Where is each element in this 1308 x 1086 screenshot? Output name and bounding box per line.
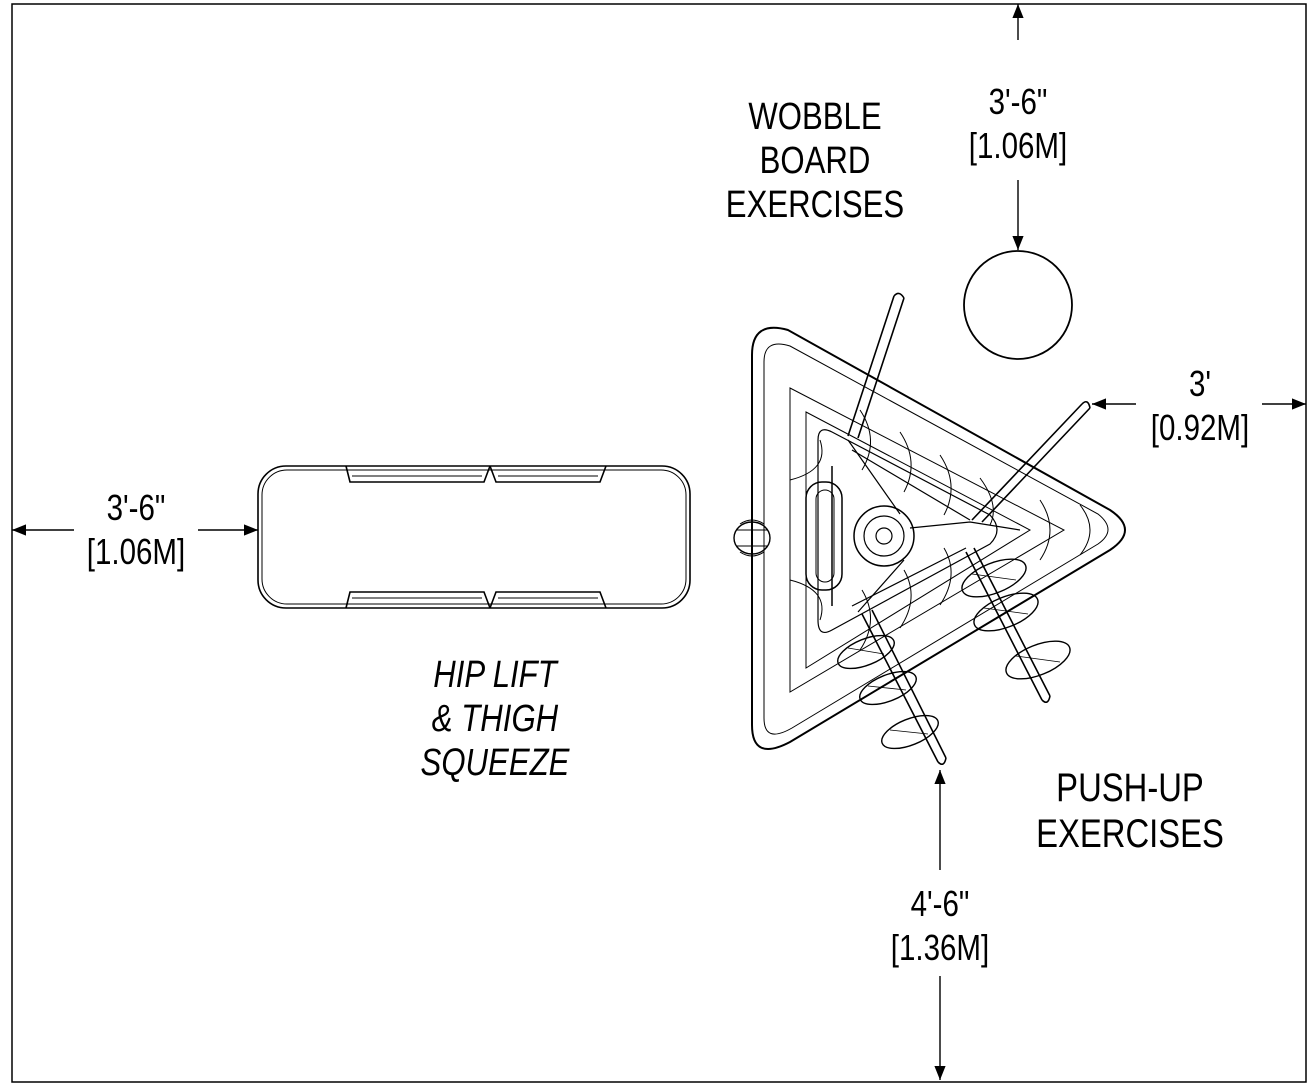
dimension-top-metric: [1.06M]	[968, 125, 1068, 166]
wobble-board-label: WOBBLE BOARD EXERCISES	[721, 98, 910, 230]
hip-lift-label: HIP LIFT & THIGH SQUEEZE	[401, 656, 590, 788]
dimension-right-metric: [0.92M]	[1150, 407, 1250, 448]
triangle-station	[733, 326, 1126, 750]
dimension-right: 3' [0.92M]	[1143, 366, 1258, 446]
dimension-left: 3'-6" [1.06M]	[79, 490, 194, 570]
dimension-left-metric: [1.06M]	[86, 531, 186, 572]
wobble-board-line-2: BOARD	[759, 140, 871, 182]
wobble-board-line-1: WOBBLE	[748, 96, 882, 138]
wobble-board-disc	[963, 250, 1073, 360]
push-up-label: PUSH-UP EXERCISES	[1015, 768, 1245, 860]
dimension-bottom-imperial: 4'-6"	[910, 883, 970, 924]
dimension-top: 3'-6" [1.06M]	[961, 84, 1076, 164]
push-up-line-1: PUSH-UP	[1056, 766, 1204, 810]
dimension-bottom-metric: [1.36M]	[890, 927, 990, 968]
wobble-board-line-3: EXERCISES	[725, 184, 905, 226]
push-up-line-2: EXERCISES	[1036, 812, 1224, 856]
hip-lift-line-2: & THIGH	[431, 698, 559, 740]
dimension-left-imperial: 3'-6"	[106, 487, 166, 528]
dimension-lines	[12, 3, 1306, 1080]
hip-lift-bench	[257, 465, 691, 609]
dimension-right-imperial: 3'	[1188, 363, 1212, 404]
dimension-top-imperial: 3'-6"	[988, 81, 1048, 122]
hip-lift-line-1: HIP LIFT	[433, 654, 557, 696]
pushup-bars	[837, 292, 1091, 766]
hip-lift-line-3: SQUEEZE	[420, 742, 570, 784]
drawing-border	[11, 3, 1307, 1083]
dimension-bottom: 4'-6" [1.36M]	[883, 886, 998, 966]
